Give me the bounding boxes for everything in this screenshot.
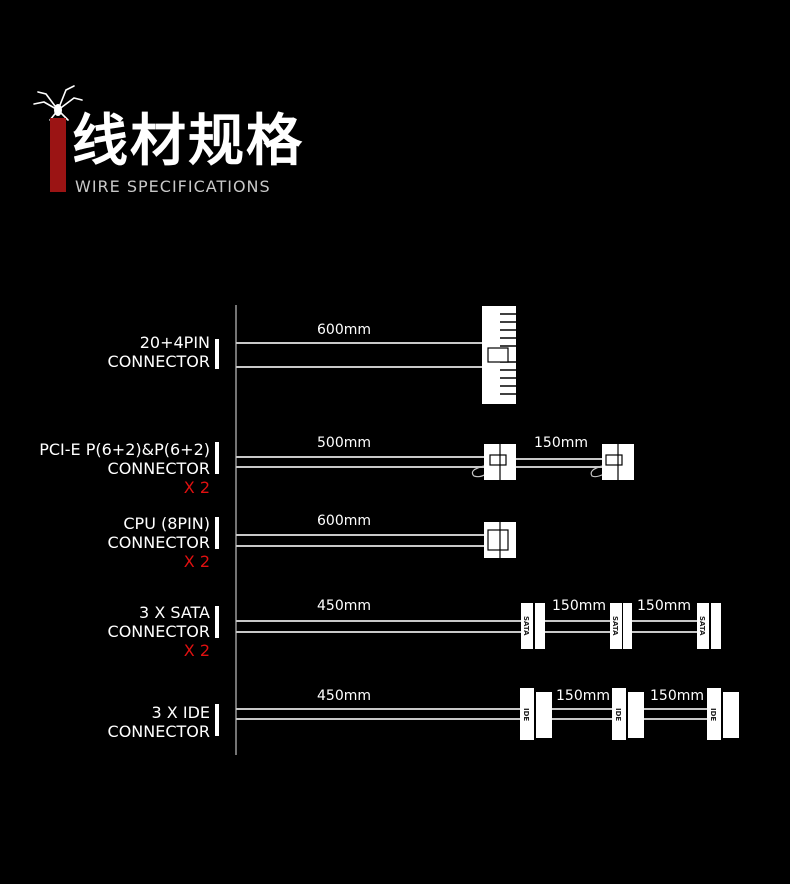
page-subtitle: WIRE SPECIFICATIONS bbox=[75, 177, 271, 196]
ide-plug-icon: IDE bbox=[520, 688, 552, 740]
connector-label-line2: CONNECTOR bbox=[107, 459, 210, 478]
label-marker bbox=[215, 704, 219, 736]
page-title: 线材规格 bbox=[72, 109, 304, 174]
connector-qty: X 2 bbox=[183, 641, 210, 660]
label-marker bbox=[215, 442, 219, 474]
spider-logo-icon bbox=[33, 85, 83, 121]
cable-length: 600mm bbox=[317, 513, 371, 529]
ide-plug-text: IDE bbox=[522, 708, 530, 721]
connector-label-ide: 3 X IDE CONNECTOR bbox=[108, 703, 210, 741]
ide-plug-icon: IDE bbox=[612, 688, 644, 740]
atx-cable bbox=[236, 342, 484, 368]
sata-plug-text: SATA bbox=[611, 616, 619, 636]
connector-label-line2: CONNECTOR bbox=[107, 622, 210, 641]
sata-plug-icon: SATA bbox=[610, 603, 632, 649]
connector-label-pcie: PCI-E P(6+2)&P(6+2) CONNECTOR X 2 bbox=[39, 440, 210, 497]
sata-cable bbox=[236, 620, 700, 633]
cpu-8pin-plug-icon bbox=[484, 522, 516, 558]
cable-length: 450mm bbox=[317, 688, 371, 704]
connector-label-line2: CONNECTOR bbox=[107, 533, 210, 552]
sata-plug-icon: SATA bbox=[521, 603, 545, 649]
ide-plug-icon: IDE bbox=[707, 688, 739, 740]
cpu-cable bbox=[236, 534, 486, 547]
label-marker bbox=[215, 606, 219, 638]
label-marker bbox=[215, 517, 219, 549]
connector-label-line2: CONNECTOR bbox=[107, 352, 210, 371]
cable-length: 450mm bbox=[317, 598, 371, 614]
connector-label-line1: 3 X IDE bbox=[151, 703, 210, 722]
ide-plug-text: IDE bbox=[709, 708, 717, 721]
sata-plug-text: SATA bbox=[522, 616, 530, 636]
pcie-cable bbox=[236, 456, 605, 478]
sata-plug-icon: SATA bbox=[697, 603, 721, 649]
connector-qty: X 2 bbox=[183, 478, 210, 497]
connector-label-line1: CPU (8PIN) bbox=[123, 514, 210, 533]
sata-plug-text: SATA bbox=[698, 616, 706, 636]
connector-label-sata: 3 X SATA CONNECTOR X 2 bbox=[108, 603, 210, 660]
ide-plug-text: IDE bbox=[614, 708, 622, 721]
connector-label-line1: PCI-E P(6+2)&P(6+2) bbox=[39, 440, 210, 459]
atx-24pin-plug-icon bbox=[482, 306, 516, 404]
cable-length: 150mm bbox=[534, 435, 588, 451]
connector-label-line2: CONNECTOR bbox=[107, 722, 210, 741]
ide-cable bbox=[236, 708, 708, 720]
cable-length: 150mm bbox=[552, 598, 606, 614]
cable-length: 150mm bbox=[650, 688, 704, 704]
cable-length: 600mm bbox=[317, 322, 371, 338]
connector-qty: X 2 bbox=[183, 552, 210, 571]
cable-length: 150mm bbox=[637, 598, 691, 614]
cable-length: 150mm bbox=[556, 688, 610, 704]
pcie-8pin-plug-icon bbox=[602, 444, 634, 480]
connector-label-line1: 20+4PIN bbox=[139, 333, 210, 352]
connector-label-cpu: CPU (8PIN) CONNECTOR X 2 bbox=[108, 514, 210, 571]
connector-label-atx: 20+4PIN CONNECTOR bbox=[108, 333, 210, 371]
label-marker bbox=[215, 339, 219, 369]
cable-length: 500mm bbox=[317, 435, 371, 451]
pcie-8pin-plug-icon bbox=[484, 444, 516, 480]
connector-label-line1: 3 X SATA bbox=[139, 603, 210, 622]
header-accent-bar bbox=[50, 118, 66, 192]
